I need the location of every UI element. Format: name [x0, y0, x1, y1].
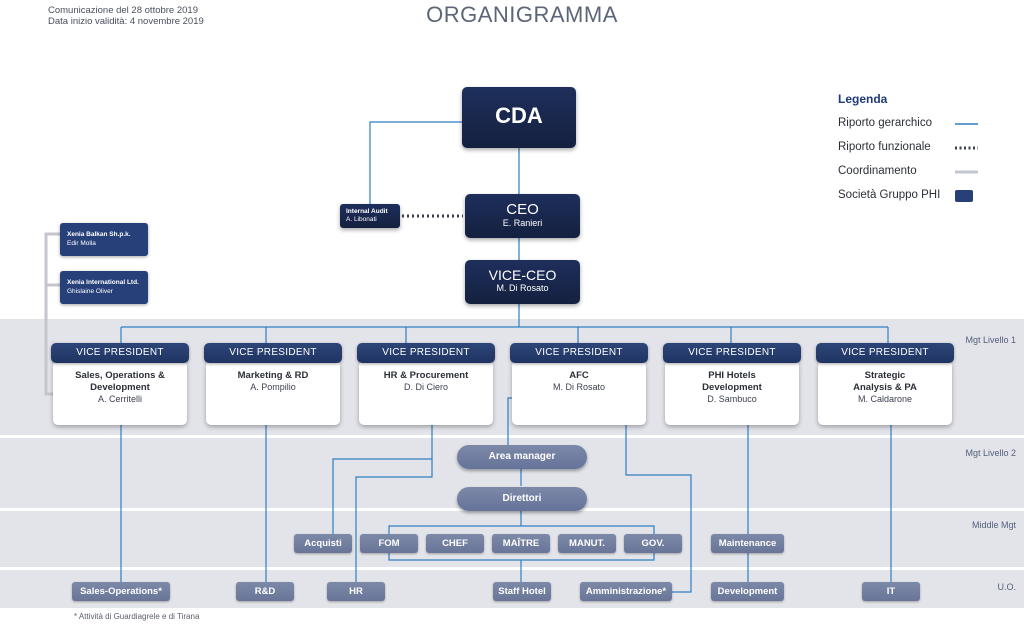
legend-item-gerarchico: Riporto gerarchico	[838, 117, 932, 129]
direttori-node: Direttori	[457, 487, 587, 511]
communication-date: Comunicazione del 28 ottobre 2019	[48, 5, 198, 16]
audit-title: Internal Audit	[346, 208, 388, 215]
band-label-middle: Middle Mgt	[971, 520, 1016, 530]
vp-area: PHI Hotels Development	[702, 370, 762, 393]
legend-title: Legenda	[838, 92, 888, 106]
vp-header: VICE PRESIDENT	[663, 343, 801, 363]
vp-card-body: Marketing & RD A. Pompilio	[206, 361, 340, 425]
uo-hr: HR	[327, 582, 385, 601]
middle-gov: GOV.	[624, 534, 682, 553]
vp-card-body: PHI Hotels Development D. Sambuco	[665, 361, 799, 425]
company-name: Xenia Balkan Sh.p.k.	[67, 231, 131, 238]
vp-person: D. Di Ciero	[403, 382, 448, 392]
footnote: * Attività di Guardiagrele e di Tirana	[74, 612, 200, 621]
uo-it: IT	[862, 582, 920, 601]
band-label-level1: Mgt Livello 1	[965, 335, 1016, 345]
ceo-title: CEO	[506, 201, 539, 218]
vp-card-phi-hotels: PHI Hotels Development D. Sambuco VICE P…	[663, 343, 801, 425]
legend-swatch-societa	[955, 190, 973, 202]
legend-item-coordinamento: Coordinamento	[838, 165, 917, 177]
middle-manut: MANUT.	[558, 534, 616, 553]
vp-area: HR & Procurement	[383, 370, 469, 381]
middle-fom: FOM	[360, 534, 418, 553]
company-xenia-international: Xenia International Ltd. Ghislaine Olive…	[60, 271, 148, 304]
cda-title: CDA	[495, 103, 543, 128]
vp-card-sales: Sales, Operations & Development A. Cerri…	[51, 343, 189, 425]
vp-person: M. Caldarone	[857, 394, 913, 404]
middle-chef: CHEF	[426, 534, 484, 553]
uo-amministrazione: Amministrazione*	[580, 582, 672, 601]
vp-card-hr: HR & Procurement D. Di Ciero VICE PRESID…	[357, 343, 495, 425]
middle-maitre: MAÎTRE	[492, 534, 550, 553]
vp-card-body: Strategic Analysis & PA M. Caldarone	[818, 361, 952, 425]
uo-development: Development	[711, 582, 784, 601]
header-info: Comunicazione del 28 ottobre 2019 Data i…	[48, 5, 204, 27]
vp-header: VICE PRESIDENT	[357, 343, 495, 363]
uo-staff-hotel: Staff Hotel	[493, 582, 551, 601]
vp-card-marketing: Marketing & RD A. Pompilio VICE PRESIDEN…	[204, 343, 342, 425]
vp-card-body: HR & Procurement D. Di Ciero	[359, 361, 493, 425]
vp-person: A. Pompilio	[250, 382, 296, 392]
vp-area: Strategic Analysis & PA	[853, 370, 917, 393]
company-name: Xenia International Ltd.	[67, 279, 139, 286]
vp-area: AFC	[569, 370, 589, 381]
band-label-level2: Mgt Livello 2	[965, 448, 1016, 458]
vp-card-body: AFC M. Di Rosato	[512, 361, 646, 425]
area-manager-node: Area manager	[457, 445, 587, 469]
company-xenia-balkan: Xenia Balkan Sh.p.k. Edir Molla	[60, 223, 148, 256]
legend-item-societa: Società Gruppo PHI	[838, 189, 941, 201]
vp-header: VICE PRESIDENT	[510, 343, 648, 363]
company-person: Edir Molla	[67, 240, 96, 247]
uo-sales-operations: Sales-Operations*	[72, 582, 170, 601]
vp-card-body: Sales, Operations & Development A. Cerri…	[53, 361, 187, 425]
vp-header: VICE PRESIDENT	[816, 343, 954, 363]
legend-item-funzionale: Riporto funzionale	[838, 141, 931, 153]
company-person: Ghislaine Oliver	[67, 288, 113, 295]
cda-box: CDA	[462, 87, 576, 148]
ceo-person: E. Ranieri	[502, 218, 543, 228]
vp-card-afc: AFC M. Di Rosato VICE PRESIDENT	[510, 343, 648, 425]
vp-person: D. Sambuco	[707, 394, 757, 404]
vice-ceo-person: M. Di Rosato	[496, 283, 549, 293]
middle-acquisti: Acquisti	[294, 534, 352, 553]
vice-ceo-title: VICE-CEO	[488, 267, 557, 283]
vp-header: VICE PRESIDENT	[51, 343, 189, 363]
vp-area: Sales, Operations & Development	[75, 370, 165, 393]
page-title: ORGANIGRAMMA	[426, 2, 618, 27]
uo-rd: R&D	[236, 582, 294, 601]
vp-area: Marketing & RD	[237, 370, 309, 381]
ceo-box: CEO E. Ranieri	[465, 194, 580, 238]
vp-person: M. Di Rosato	[552, 382, 605, 392]
band-label-uo: U.O.	[997, 582, 1016, 592]
middle-maintenance: Maintenance	[711, 534, 784, 553]
vp-person: A. Cerritelli	[97, 394, 142, 404]
validity-date: Data inizio validità: 4 novembre 2019	[48, 16, 204, 27]
vp-header: VICE PRESIDENT	[204, 343, 342, 363]
internal-audit-box: Internal Audit A. Libonati	[340, 204, 400, 228]
vice-ceo-box: VICE-CEO M. Di Rosato	[465, 260, 580, 304]
vp-card-strategic: Strategic Analysis & PA M. Caldarone VIC…	[816, 343, 954, 425]
audit-person: A. Libonati	[346, 216, 377, 223]
